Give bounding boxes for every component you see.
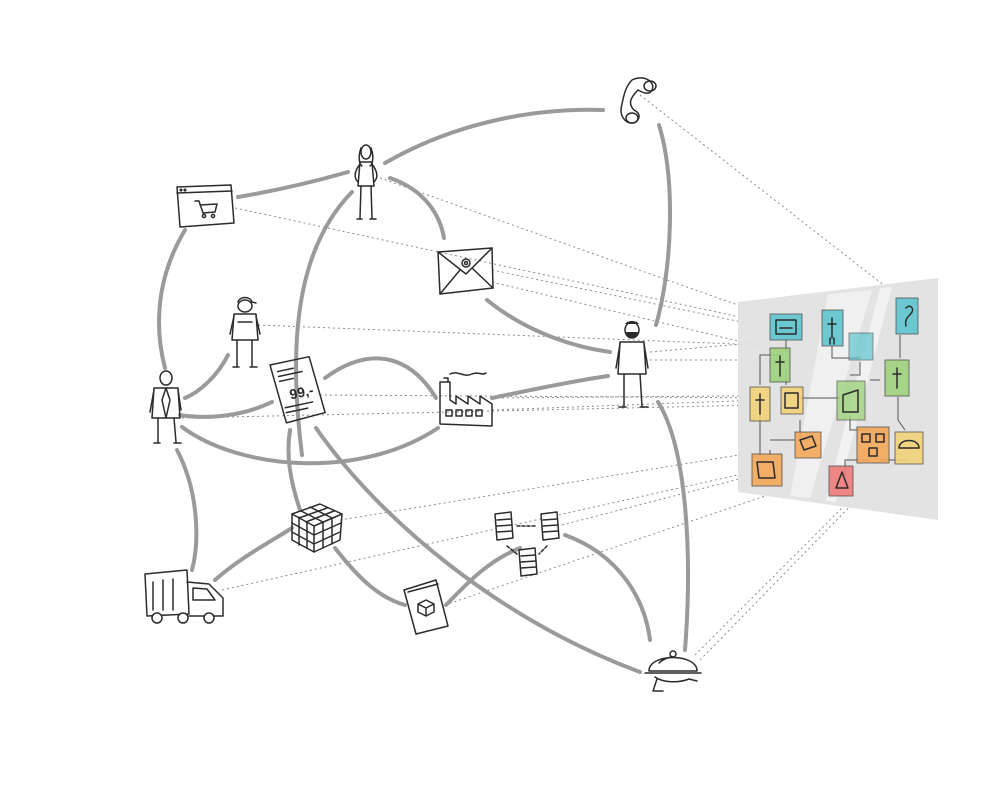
tile-servers: [856, 426, 890, 464]
board-tile-grid: [749, 297, 924, 497]
woman-figure-icon: [354, 144, 378, 220]
bearded-man-figure-icon: [615, 321, 649, 408]
businessman-figure-icon: [149, 370, 182, 444]
rubiks-cube-icon: [291, 503, 343, 553]
tile-truck: [751, 453, 783, 487]
factory-icon: [439, 372, 493, 427]
webshop-browser-icon: [176, 184, 235, 228]
tile-brochure: [828, 465, 854, 497]
tile-email: [848, 332, 874, 361]
tile-factory: [836, 380, 866, 421]
servers-network-icon: [494, 511, 560, 577]
serving-cloche-icon: [644, 650, 702, 692]
connection-links: [157, 107, 690, 674]
worker-figure-icon: [229, 296, 261, 368]
tile-phone: [895, 297, 919, 335]
delivery-truck-icon: [144, 569, 224, 624]
envelope-email-icon: [437, 247, 494, 295]
tile-webshop: [769, 313, 803, 341]
tile-cube: [794, 431, 822, 459]
price-tag-text: 99,-: [288, 382, 315, 403]
price-tag-icon: 99,-: [269, 355, 326, 424]
product-brochure-icon: [403, 579, 449, 635]
phone-icon: [620, 77, 657, 124]
data-board-panel: [738, 278, 938, 520]
